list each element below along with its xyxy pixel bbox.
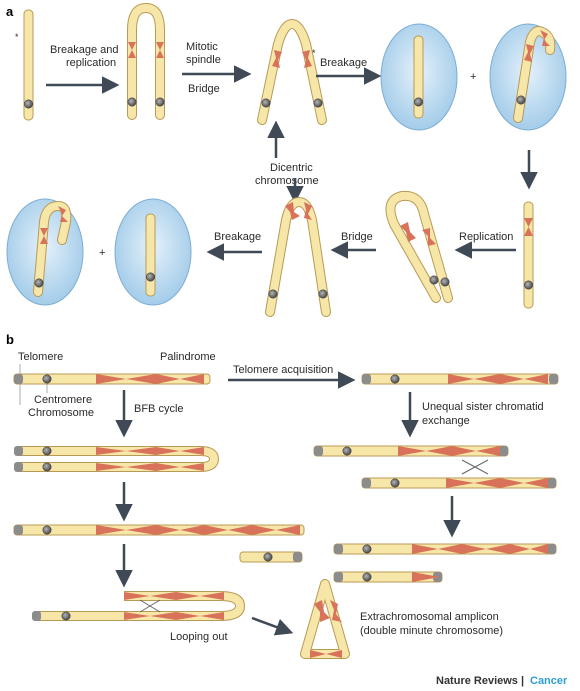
label-replication: Replication [459, 231, 513, 243]
chromosome-bridge-bottom [265, 196, 331, 317]
svg-text:*: * [312, 48, 316, 58]
centromere-icon [23, 99, 33, 109]
label-breakage-replication-1: Breakage and [50, 44, 119, 56]
label-breakage-bottom: Breakage [214, 231, 261, 243]
chromosome-initial: * [15, 9, 34, 121]
label-amplicon-1: Extrachromosomal amplicon [360, 611, 499, 623]
daughter-cell-3 [6, 198, 84, 306]
credit-section: Cancer [530, 675, 568, 687]
label-breakage-top: Breakage [320, 57, 367, 69]
label-chromosome: Chromosome [28, 407, 94, 419]
label-breakage-replication-2: replication [66, 57, 116, 69]
label-amplicon-2: (double minute chromosome) [360, 625, 503, 637]
chromosome-replicated [523, 201, 534, 309]
label-centromere: Centromere [34, 394, 92, 406]
label-bridge-top: Bridge [188, 83, 220, 95]
label-looping-out: Looping out [170, 631, 228, 643]
label-bfb-cycle: BFB cycle [134, 403, 184, 415]
panel-b-letter: b [6, 332, 14, 347]
credit-journal: Nature Reviews [436, 675, 518, 687]
chromosome-b-amplified [13, 524, 305, 536]
panel-a-letter: a [6, 4, 14, 19]
arrow-b-amplicon [251, 616, 294, 636]
daughter-cell-1 [380, 23, 458, 131]
chromosome-b-looping [32, 591, 246, 621]
label-mitotic-2: spindle [186, 54, 221, 66]
chromosome-b-fused [14, 446, 220, 472]
chromosome-fused [127, 2, 165, 120]
label-mitotic-1: Mitotic [186, 41, 218, 53]
label-palindrome: Palindrome [160, 351, 216, 363]
chromosome-bridge-top: * [257, 18, 327, 125]
credit-separator: | [521, 675, 524, 687]
plus-top: + [470, 71, 476, 83]
chromosome-b-right-long [333, 543, 557, 555]
label-telomere: Telomere [18, 351, 63, 363]
svg-text:*: * [15, 32, 19, 42]
chromosome-looped [385, 190, 453, 303]
daughter-cell-4 [114, 198, 192, 306]
label-unequal-2: exchange [422, 415, 470, 427]
chromosome-b-fragment [239, 551, 303, 563]
label-telomere-acquisition: Telomere acquisition [233, 364, 333, 376]
label-dicentric-2: chromosome [255, 175, 319, 187]
chromosome-b-original [13, 373, 211, 385]
chromosome-b-right-short [333, 571, 443, 583]
label-unequal-1: Unequal sister chromatid [422, 401, 544, 413]
daughter-cell-2 [489, 23, 567, 131]
label-dicentric-1: Dicentric [270, 162, 313, 174]
plus-bottom: + [99, 247, 105, 259]
chromosome-b-telomere [361, 373, 559, 385]
chromatids-exchange [313, 445, 557, 489]
double-minute-chromosome [300, 579, 350, 659]
label-bridge-bottom: Bridge [341, 231, 373, 243]
